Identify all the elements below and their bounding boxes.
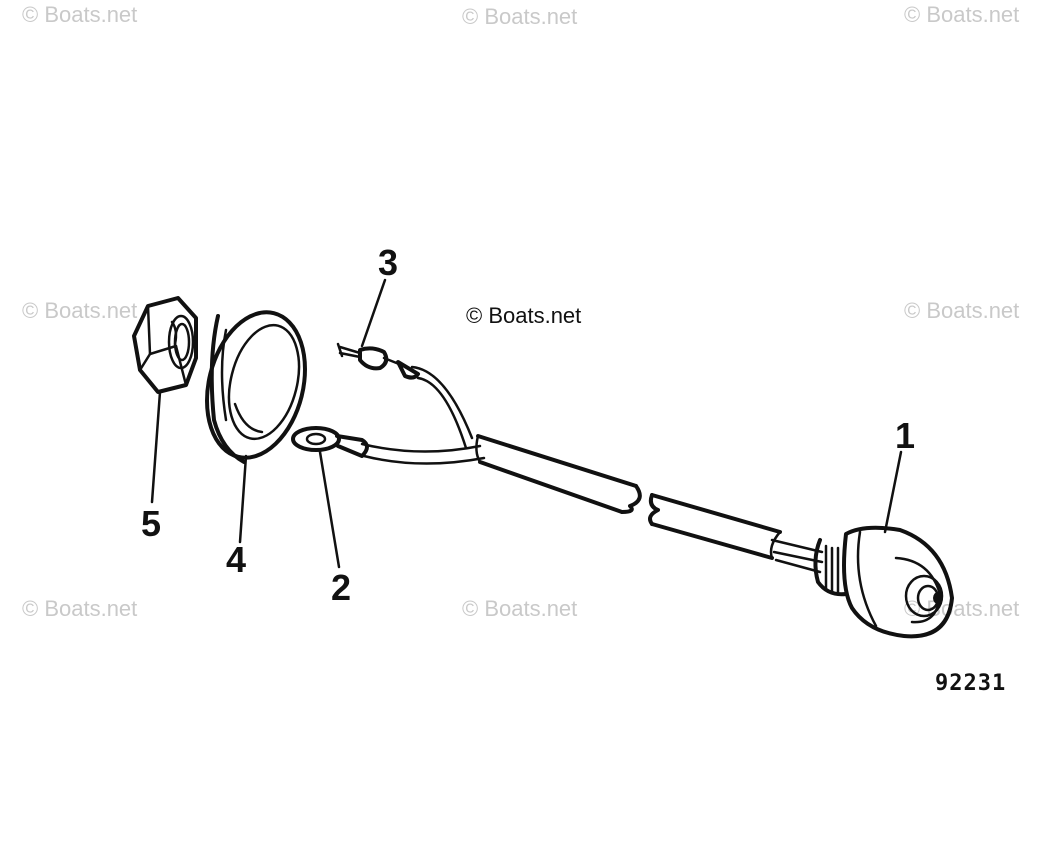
watermark-center: © Boats.net: [466, 303, 581, 328]
grommet-drawing: [205, 310, 307, 464]
cable-assembly-drawing: [291, 342, 954, 639]
callout-3: 3: [378, 242, 398, 283]
watermark-top-right: © Boats.net: [904, 2, 1019, 27]
callout-5: 5: [141, 503, 161, 544]
watermark-bottom-center: © Boats.net: [462, 596, 577, 621]
watermark-mid-right: © Boats.net: [904, 298, 1019, 323]
watermark-top-left: © Boats.net: [22, 2, 137, 27]
watermark-mid-left: © Boats.net: [22, 298, 137, 323]
callout-2: 2: [331, 567, 351, 608]
figure-number: 92231: [935, 671, 1006, 696]
callouts: 3 2 4 5 1: [141, 242, 915, 608]
hex-nut-drawing: [132, 296, 198, 394]
callout-1: 1: [895, 415, 915, 456]
callout-4: 4: [226, 539, 246, 580]
leader-lines: [150, 278, 903, 569]
watermark-bottom-left: © Boats.net: [22, 596, 137, 621]
watermark-top-center: © Boats.net: [462, 4, 577, 29]
